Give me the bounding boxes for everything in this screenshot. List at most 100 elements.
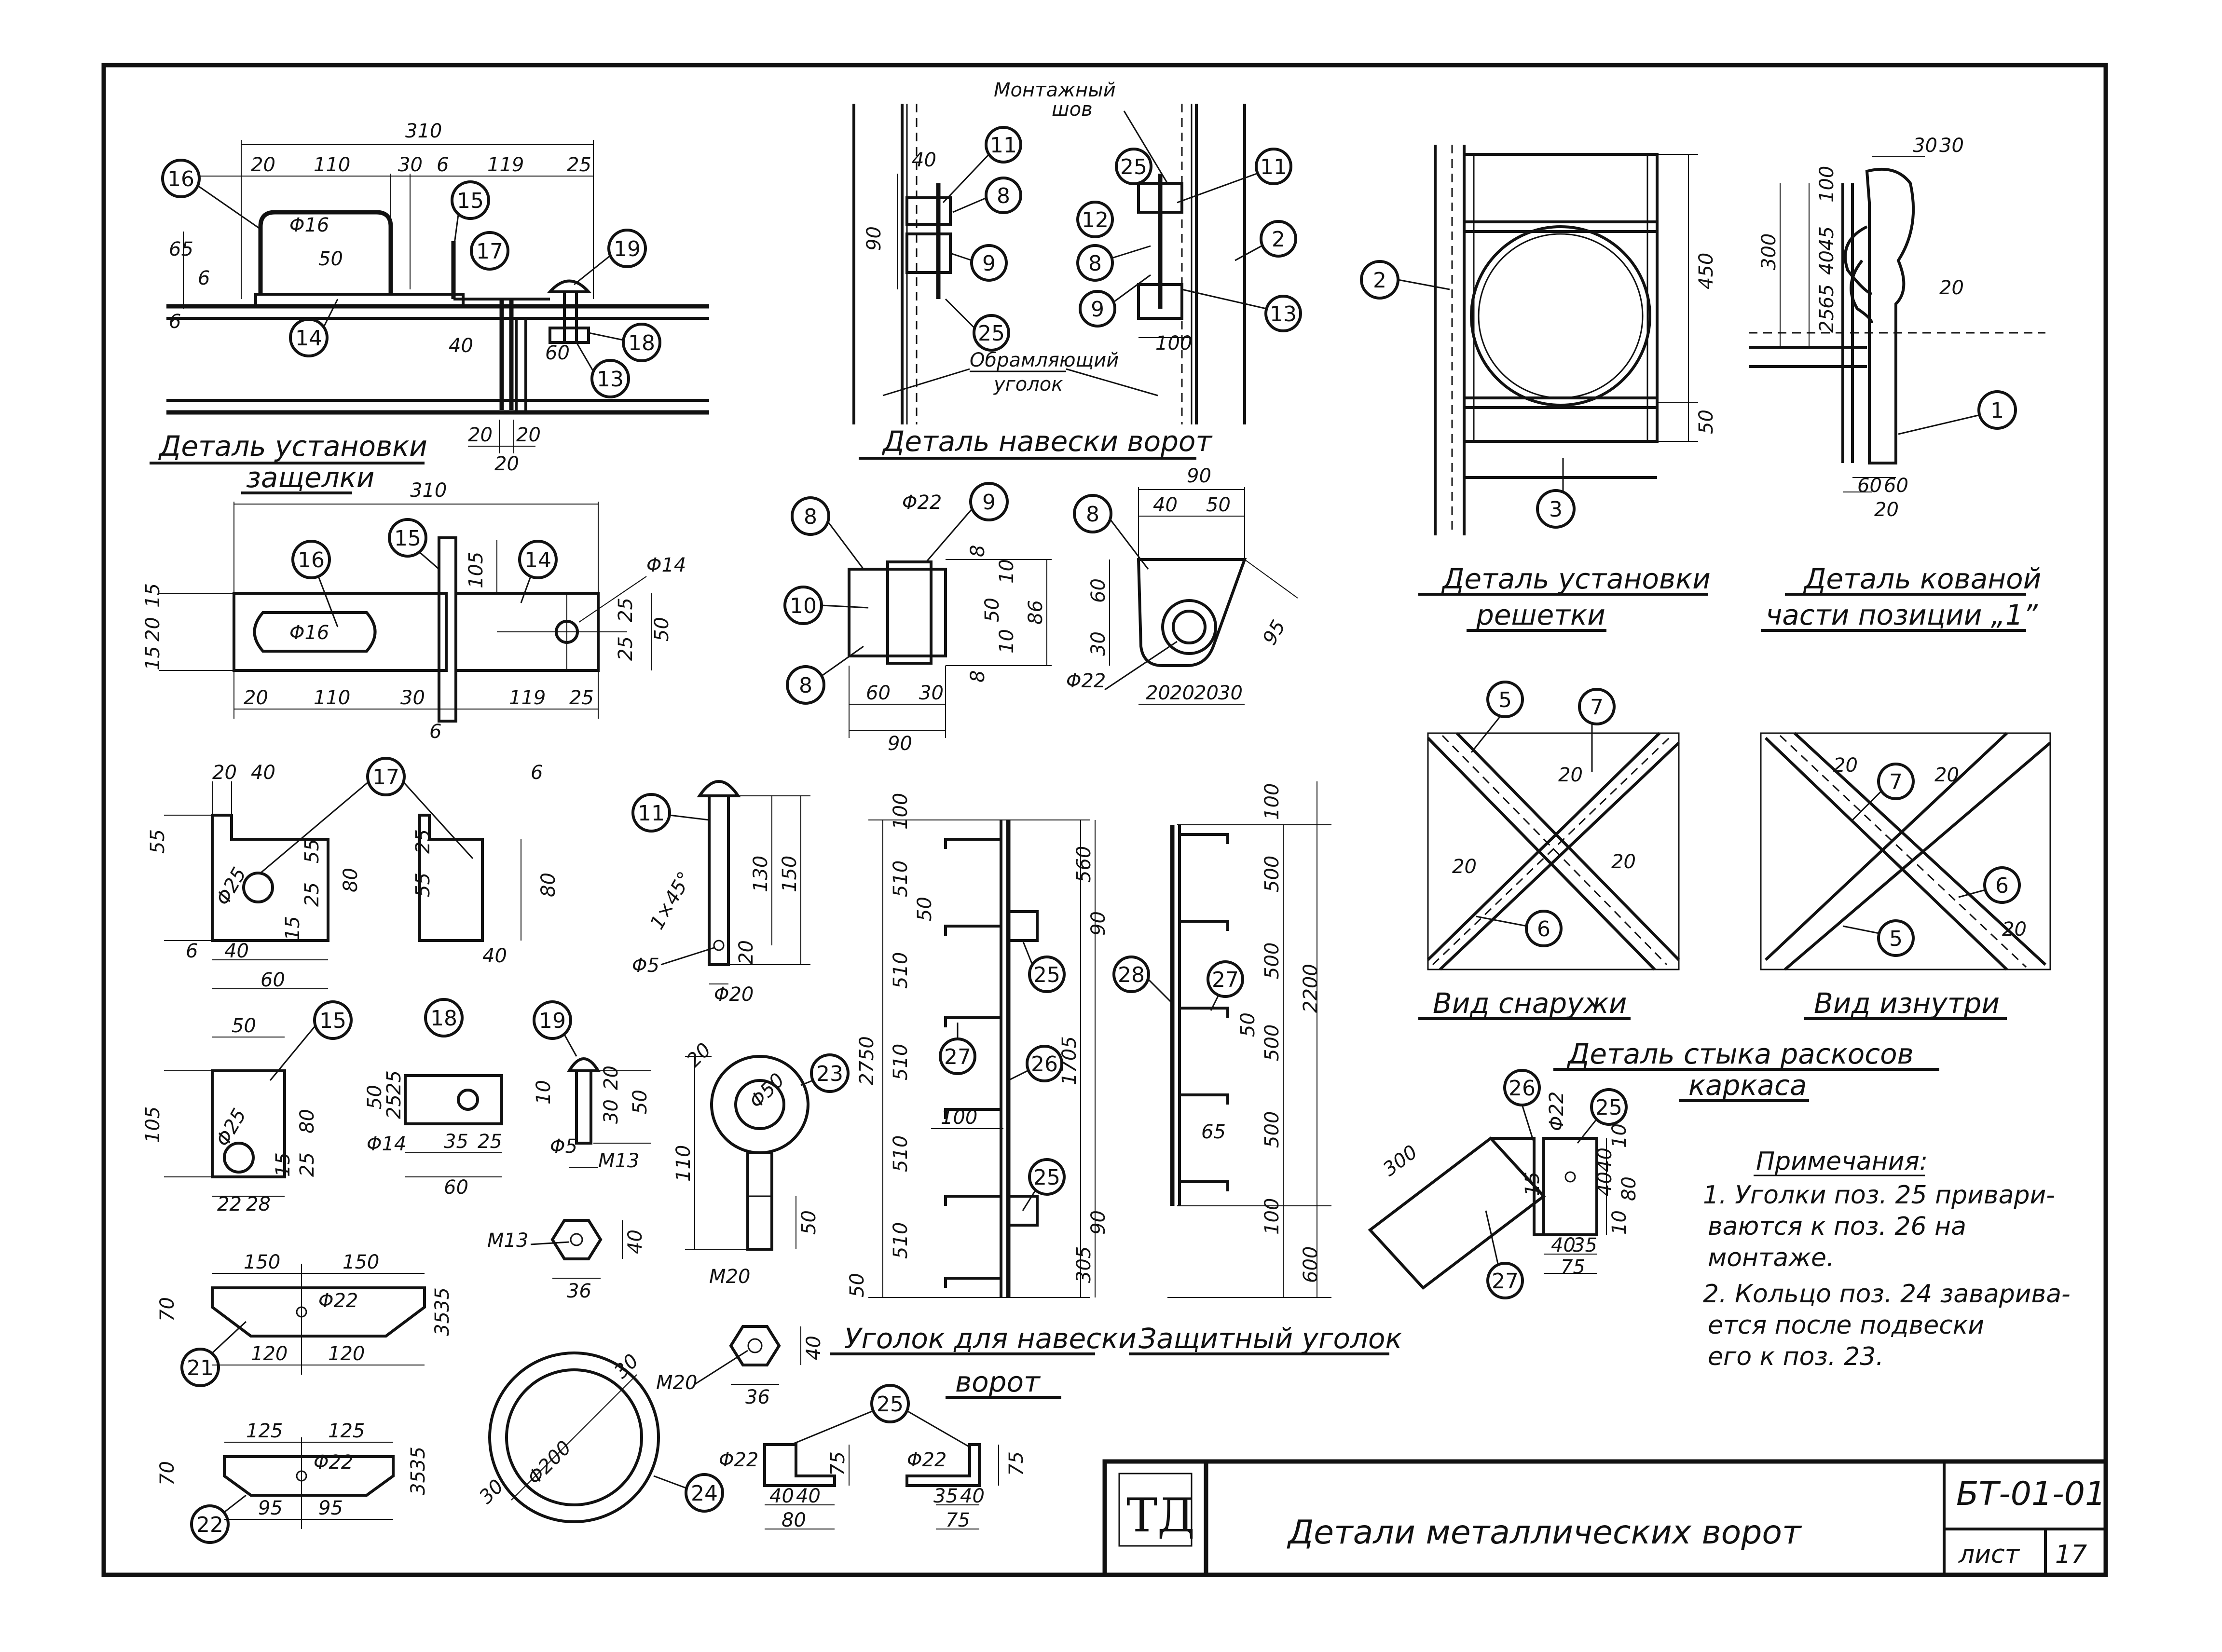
svg-text:95: 95 bbox=[258, 1497, 283, 1519]
pos-callout: 17 bbox=[260, 757, 474, 874]
pos-callout: 16 bbox=[161, 159, 261, 230]
svg-text:300: 300 bbox=[1379, 1141, 1422, 1181]
svg-text:100: 100 bbox=[890, 793, 912, 830]
svg-text:M20: M20 bbox=[709, 1266, 750, 1288]
svg-text:Φ22: Φ22 bbox=[1066, 670, 1106, 692]
pos-callout: 16 bbox=[291, 540, 339, 628]
svg-text:105: 105 bbox=[465, 552, 487, 588]
svg-text:25: 25 bbox=[478, 1131, 502, 1153]
pos-callout: 10 bbox=[783, 586, 869, 625]
svg-text:11: 11 bbox=[990, 133, 1017, 158]
svg-text:50: 50 bbox=[1695, 410, 1717, 434]
pos-callout: 6 bbox=[1958, 866, 2021, 904]
svg-text:20: 20 bbox=[1194, 682, 1219, 704]
svg-text:100: 100 bbox=[1261, 1198, 1283, 1235]
svg-text:35: 35 bbox=[431, 1287, 453, 1312]
dim-text: 50 bbox=[318, 248, 343, 270]
view-part19: 10 20 30 50 Φ5 M13 19 bbox=[533, 1000, 651, 1172]
svg-text:510: 510 bbox=[890, 1135, 912, 1172]
title-block: ТД Детали металлических ворот БТ-01-01 л… bbox=[1102, 1459, 2108, 1577]
svg-text:50: 50 bbox=[651, 617, 673, 642]
svg-text:600: 600 bbox=[1300, 1246, 1322, 1283]
caption: Деталь установки bbox=[158, 430, 427, 463]
svg-text:30: 30 bbox=[1939, 135, 1964, 157]
svg-text:20: 20 bbox=[683, 1039, 716, 1072]
view-nut20: M20 40 36 bbox=[656, 1325, 825, 1408]
svg-text:Φ50: Φ50 bbox=[745, 1069, 789, 1113]
svg-text:55: 55 bbox=[412, 873, 434, 897]
dim-text: 30 bbox=[398, 154, 423, 176]
svg-text:40: 40 bbox=[251, 762, 275, 784]
note-line: 1. Уголки поз. 25 привари- bbox=[1703, 1181, 2055, 1210]
svg-text:27: 27 bbox=[944, 1045, 971, 1069]
svg-text:50: 50 bbox=[981, 598, 1003, 622]
svg-text:8: 8 bbox=[1086, 502, 1099, 527]
svg-text:50: 50 bbox=[232, 1015, 256, 1037]
pos-callout: 25 bbox=[1577, 1088, 1628, 1144]
pos-callout: 9 bbox=[950, 244, 1008, 282]
svg-text:9: 9 bbox=[1091, 297, 1104, 322]
view-latch-install: 310 20 110 30 6 119 25 Φ16 65 6 50 6 40 … bbox=[150, 120, 709, 494]
dim-text: 119 bbox=[487, 154, 524, 176]
view-nut13: M13 40 36 bbox=[487, 1219, 646, 1302]
dim-text: 40 bbox=[449, 335, 473, 357]
svg-text:15: 15 bbox=[319, 1009, 346, 1033]
svg-text:22: 22 bbox=[196, 1513, 223, 1537]
svg-text:26: 26 bbox=[1031, 1052, 1058, 1077]
svg-text:20: 20 bbox=[1611, 851, 1636, 873]
pos-callout: 8 bbox=[791, 496, 864, 570]
svg-text:50: 50 bbox=[1206, 494, 1231, 516]
svg-text:8: 8 bbox=[967, 545, 989, 557]
view-angle25: Φ22 75 40 40 80 Φ22 75 35 40 75 25 bbox=[719, 1384, 1028, 1531]
svg-text:75: 75 bbox=[1561, 1256, 1585, 1278]
svg-text:25: 25 bbox=[615, 636, 637, 661]
view-part21: 150 150 Φ22 70 35 35 120 120 21 bbox=[156, 1251, 453, 1387]
svg-text:119: 119 bbox=[509, 687, 546, 709]
svg-text:40: 40 bbox=[482, 945, 507, 967]
pos-callout: 25 bbox=[791, 1384, 970, 1448]
svg-text:80: 80 bbox=[296, 1109, 318, 1133]
svg-text:20: 20 bbox=[1833, 754, 1858, 777]
svg-text:Φ22: Φ22 bbox=[1546, 1092, 1568, 1131]
note-line: ется после подвески bbox=[1708, 1311, 1984, 1340]
svg-text:20: 20 bbox=[2002, 918, 2027, 941]
sheet-label: лист bbox=[1958, 1540, 2020, 1569]
svg-text:15: 15 bbox=[272, 1152, 294, 1177]
svg-text:15: 15 bbox=[142, 583, 164, 608]
svg-text:11: 11 bbox=[1260, 155, 1287, 179]
svg-text:27: 27 bbox=[1492, 1269, 1519, 1294]
dim-text: Φ16 bbox=[289, 214, 329, 236]
svg-text:M13: M13 bbox=[598, 1150, 639, 1172]
svg-text:500: 500 bbox=[1261, 1111, 1283, 1148]
svg-text:450: 450 bbox=[1695, 253, 1717, 289]
pos-callout: 9 bbox=[925, 482, 1009, 562]
svg-text:Φ22: Φ22 bbox=[318, 1290, 358, 1312]
svg-text:Φ22: Φ22 bbox=[314, 1451, 353, 1474]
pos-callout: 19 bbox=[574, 229, 647, 286]
pos-callout: 17 bbox=[470, 231, 509, 271]
svg-text:510: 510 bbox=[890, 1044, 912, 1080]
svg-text:150: 150 bbox=[779, 856, 801, 892]
svg-text:5: 5 bbox=[1498, 688, 1512, 712]
pos-callout: 2 bbox=[1234, 220, 1297, 261]
svg-text:20: 20 bbox=[1939, 277, 1964, 299]
weld-label: шов bbox=[1052, 98, 1093, 121]
svg-text:40: 40 bbox=[224, 940, 249, 962]
frame-label: Обрамляющий bbox=[970, 349, 1119, 371]
dim-text: 6 bbox=[169, 311, 181, 333]
svg-text:18: 18 bbox=[430, 1006, 457, 1031]
notes-block: Примечания: 1. Уголки поз. 25 привари- в… bbox=[1703, 1147, 2071, 1371]
dim-text: 20 bbox=[251, 154, 275, 176]
svg-text:10: 10 bbox=[533, 1080, 555, 1105]
svg-text:28: 28 bbox=[246, 1193, 271, 1215]
svg-text:7: 7 bbox=[1889, 770, 1903, 794]
svg-text:55: 55 bbox=[301, 839, 323, 863]
svg-text:30: 30 bbox=[1087, 631, 1110, 656]
caption: ворот bbox=[955, 1365, 1041, 1398]
pos-callout: 26 bbox=[1503, 1069, 1541, 1144]
svg-text:17: 17 bbox=[476, 239, 503, 264]
caption: каркаса bbox=[1688, 1069, 1807, 1102]
svg-text:150: 150 bbox=[244, 1251, 280, 1273]
view-latch-plan: 310 Φ16 105 Φ14 15 20 15 25 25 50 20 110… bbox=[142, 479, 686, 743]
svg-text:19: 19 bbox=[614, 237, 641, 261]
